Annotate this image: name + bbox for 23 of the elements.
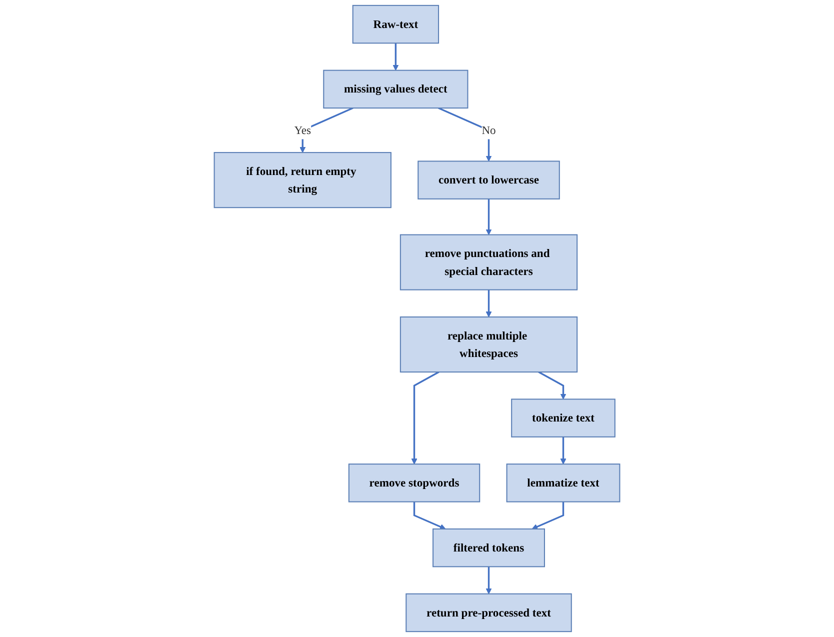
arrow [486,198,492,236]
node-box: missing values detect [323,70,468,109]
edge-label: No [482,124,496,137]
node-box: lemmatize text [506,464,620,502]
arrow [538,371,566,400]
node-box: tokenize text [511,398,616,438]
arrow [532,502,564,530]
node-box: remove stopwords [348,464,480,502]
node-box: replace multiple whitespaces [400,316,578,373]
arrow [413,502,446,530]
arrow [392,43,399,71]
node-box: remove punctuations and special characters [400,234,578,290]
edge-label: Yes [294,124,312,137]
node-box: convert to lowercase [418,160,560,200]
arrow [300,107,354,153]
node-box: return pre-processed text [406,593,572,632]
node-box: filtered tokens [432,528,545,568]
arrow [411,371,440,464]
arrow [486,290,492,318]
arrow [486,566,492,594]
node-box: if found, return empty string [214,152,392,208]
arrow [560,436,566,464]
node-box: Raw-text [352,4,440,44]
